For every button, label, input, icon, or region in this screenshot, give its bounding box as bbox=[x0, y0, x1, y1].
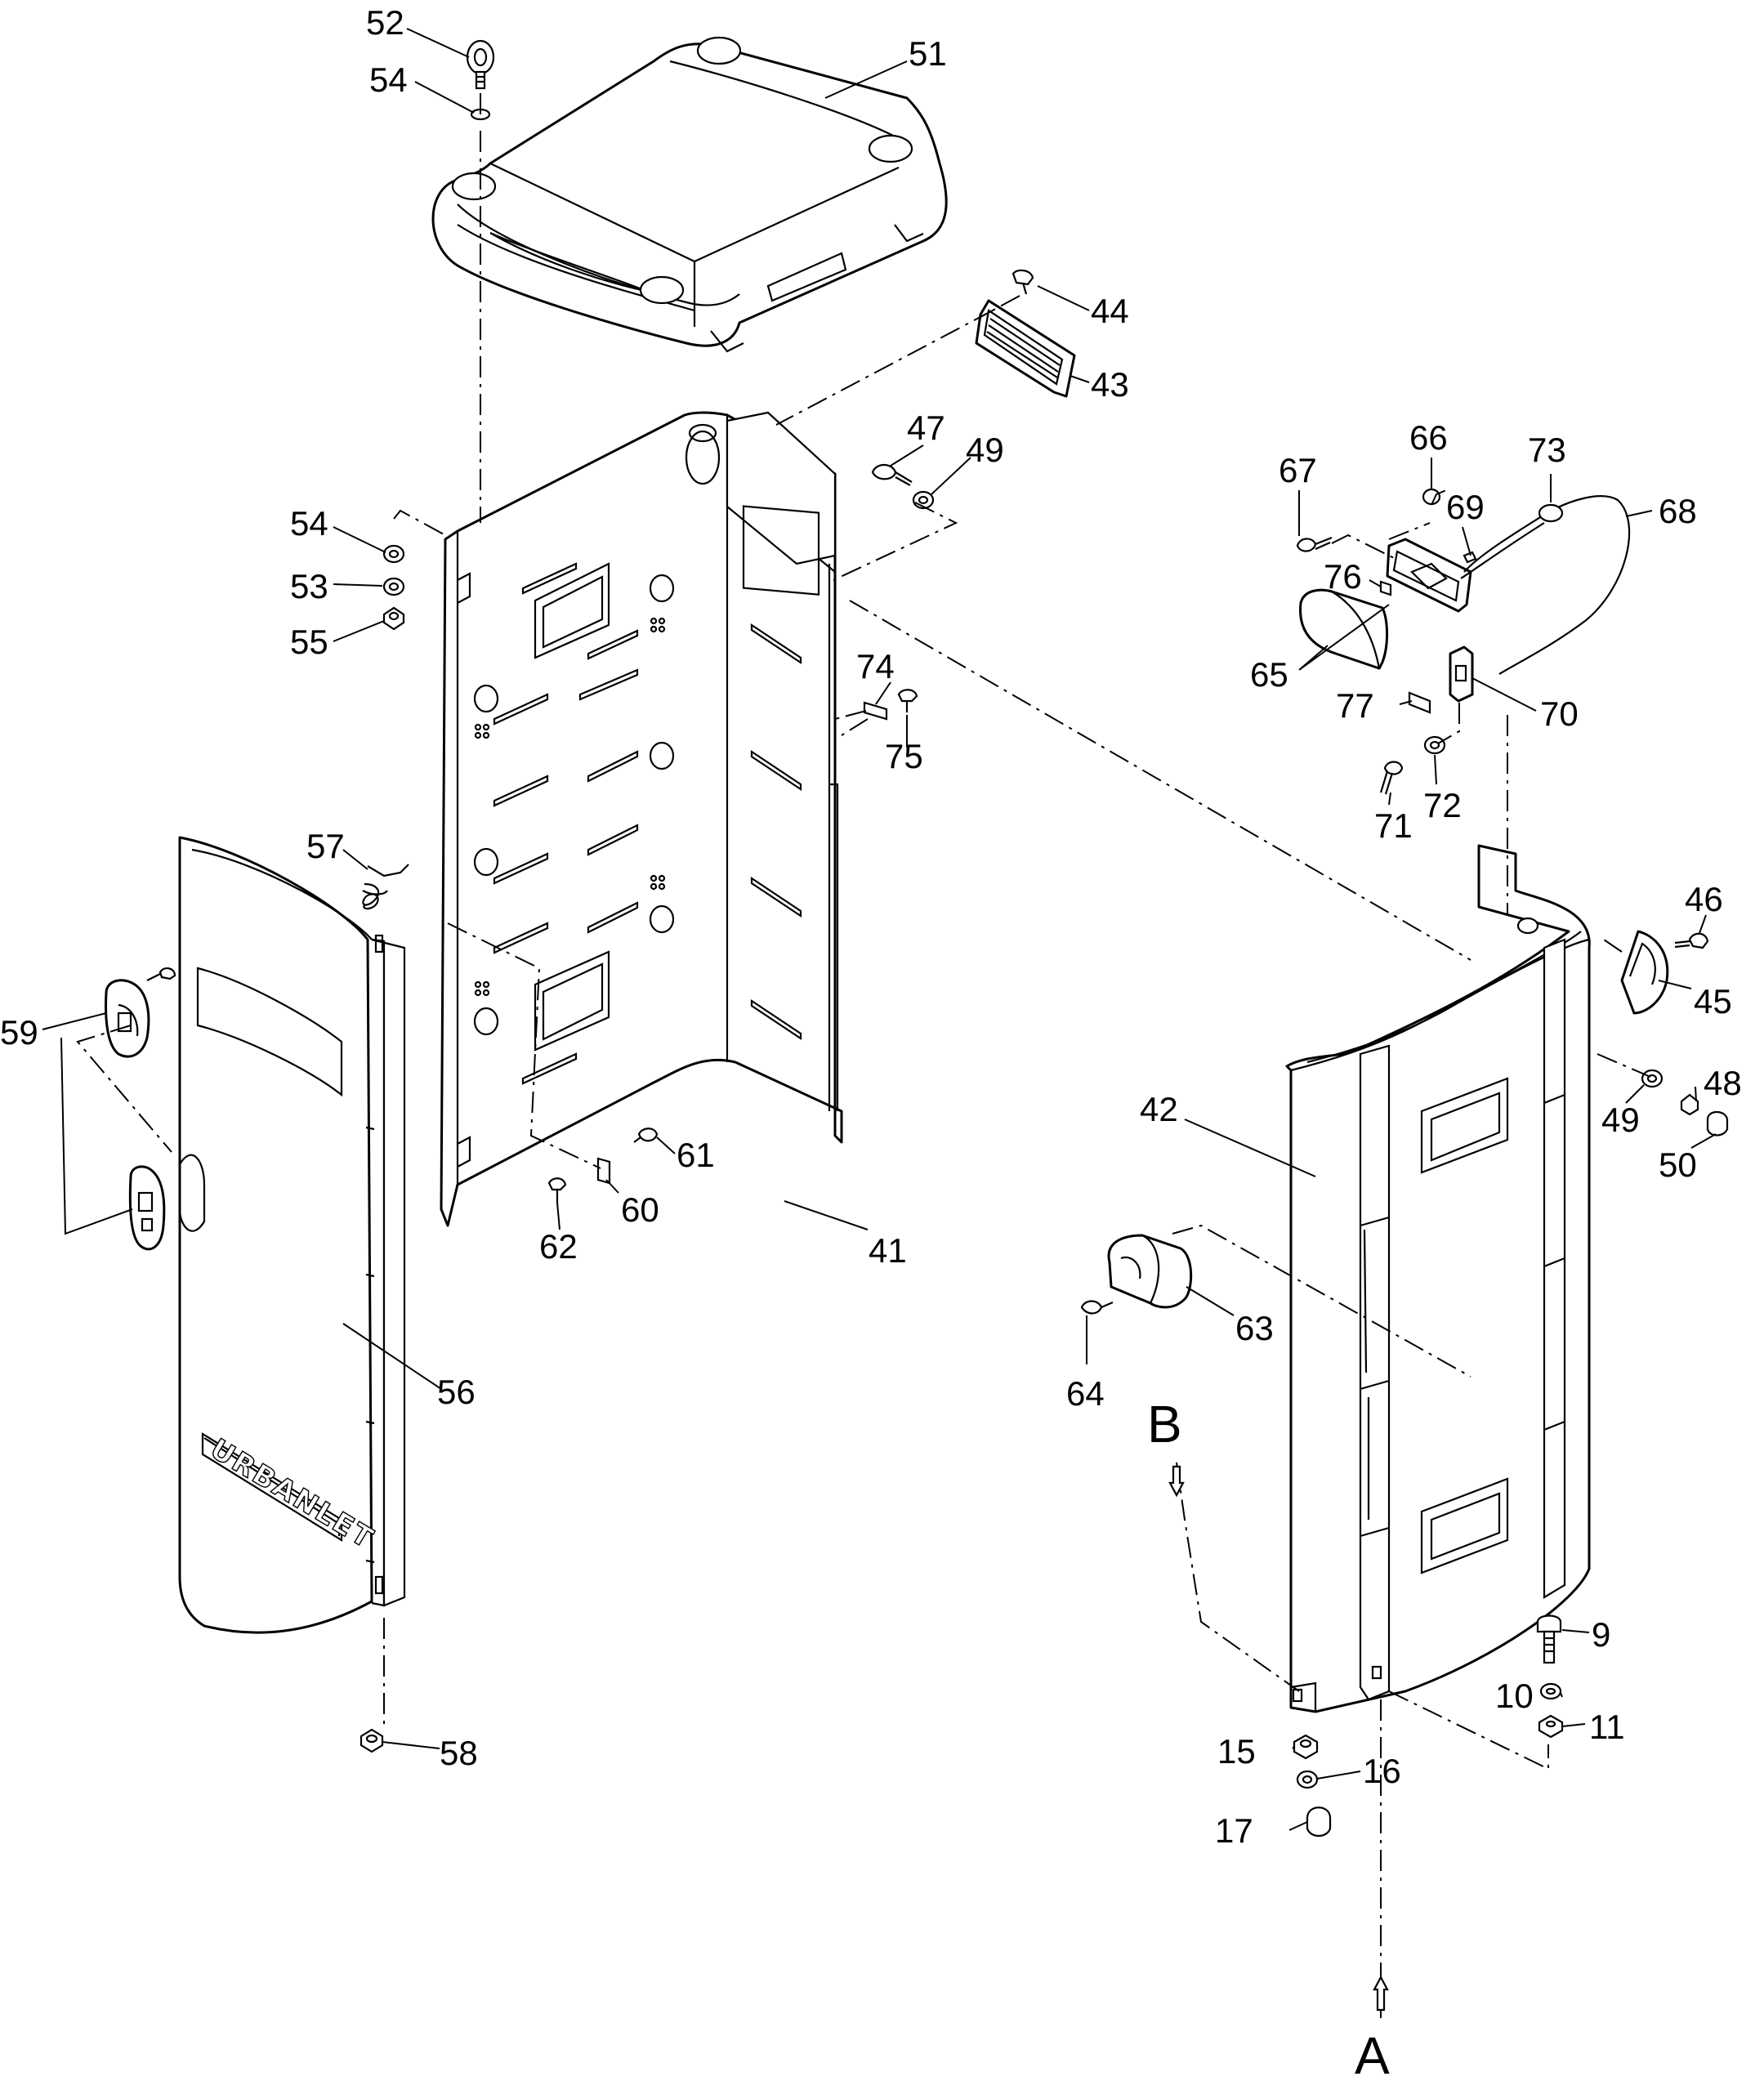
callout-46: 46 bbox=[1685, 880, 1723, 918]
callout-49-left: 49 bbox=[966, 431, 1004, 469]
callout-73: 73 bbox=[1528, 431, 1566, 469]
bracket-45 bbox=[1620, 930, 1669, 1015]
screw-67 bbox=[1296, 536, 1333, 552]
latch-59-lower bbox=[128, 1165, 166, 1251]
label-77 bbox=[1408, 691, 1431, 714]
callout-48: 48 bbox=[1704, 1064, 1742, 1102]
nut-48 bbox=[1680, 1093, 1699, 1116]
handle-63 bbox=[1107, 1234, 1193, 1309]
callout-59: 59 bbox=[0, 1013, 38, 1052]
callout-53: 53 bbox=[290, 567, 328, 605]
door-panel-56: URBANLET bbox=[178, 836, 406, 1634]
screw-62 bbox=[547, 1177, 567, 1203]
nut-58 bbox=[359, 1728, 384, 1753]
callout-58: 58 bbox=[440, 1734, 478, 1772]
latch-59-upper bbox=[105, 979, 150, 1058]
washer-10 bbox=[1539, 1682, 1562, 1700]
view-marker-a: A bbox=[1355, 2026, 1390, 2081]
screw-61 bbox=[633, 1128, 659, 1143]
callout-65: 65 bbox=[1250, 655, 1288, 694]
washer-54-left bbox=[382, 544, 405, 564]
screw-47 bbox=[871, 463, 913, 486]
eye-bolt-52 bbox=[466, 39, 495, 90]
switch-70 bbox=[1449, 645, 1474, 703]
callout-76: 76 bbox=[1324, 557, 1362, 596]
callout-71: 71 bbox=[1374, 806, 1413, 845]
lamp-cover-65 bbox=[1299, 588, 1389, 670]
view-marker-b: B bbox=[1147, 1395, 1182, 1454]
callout-63: 63 bbox=[1235, 1309, 1274, 1347]
nut-15 bbox=[1293, 1734, 1319, 1760]
screw-44 bbox=[1012, 269, 1034, 295]
callout-50: 50 bbox=[1659, 1145, 1697, 1184]
callout-55: 55 bbox=[290, 623, 328, 661]
callout-60: 60 bbox=[621, 1190, 659, 1229]
callout-49-right: 49 bbox=[1601, 1101, 1640, 1139]
spring-57 bbox=[362, 864, 409, 910]
callout-44: 44 bbox=[1091, 292, 1129, 330]
callout-70: 70 bbox=[1540, 694, 1579, 733]
nut-66 bbox=[1422, 488, 1441, 506]
bolt-9 bbox=[1536, 1614, 1562, 1664]
callout-52: 52 bbox=[366, 3, 404, 42]
clip-74 bbox=[863, 701, 888, 721]
callout-64: 64 bbox=[1066, 1374, 1105, 1413]
assembly-lines bbox=[76, 90, 1651, 2018]
screw-75 bbox=[897, 689, 918, 712]
callout-47: 47 bbox=[907, 409, 945, 447]
callout-17: 17 bbox=[1215, 1811, 1253, 1850]
callout-75: 75 bbox=[885, 737, 923, 775]
view-arrow-a bbox=[1373, 1975, 1389, 2012]
callout-10: 10 bbox=[1495, 1677, 1534, 1715]
nut-11 bbox=[1538, 1714, 1564, 1739]
callout-68: 68 bbox=[1659, 492, 1697, 530]
callout-43: 43 bbox=[1091, 365, 1129, 404]
leader-lines bbox=[42, 28, 1717, 1831]
view-arrow-b bbox=[1168, 1465, 1185, 1498]
callout-74: 74 bbox=[856, 647, 895, 685]
callout-11: 11 bbox=[1589, 1708, 1625, 1746]
callout-9: 9 bbox=[1592, 1615, 1610, 1654]
clip-60 bbox=[596, 1157, 611, 1185]
washer-16 bbox=[1296, 1770, 1319, 1789]
callout-54-top: 54 bbox=[369, 60, 408, 99]
screw-71 bbox=[1379, 761, 1404, 795]
screw-64 bbox=[1080, 1300, 1114, 1315]
side-panel-42 bbox=[1285, 844, 1591, 1713]
callout-labels: 52 54 51 44 43 47 49 54 53 55 74 75 57 5… bbox=[0, 3, 1742, 1850]
callout-42: 42 bbox=[1140, 1090, 1178, 1128]
vent-grille-43 bbox=[975, 299, 1076, 398]
lamp-base-65 bbox=[1386, 538, 1472, 613]
callout-51: 51 bbox=[909, 34, 947, 73]
callout-15: 15 bbox=[1217, 1732, 1256, 1771]
washer-72 bbox=[1423, 735, 1446, 755]
callout-54-left: 54 bbox=[290, 504, 328, 543]
screw-46 bbox=[1674, 932, 1709, 949]
callout-62: 62 bbox=[539, 1227, 578, 1266]
callout-45: 45 bbox=[1694, 982, 1732, 1020]
callout-69: 69 bbox=[1446, 488, 1485, 526]
cap-nut-17 bbox=[1306, 1806, 1332, 1838]
screw-59-upper bbox=[146, 967, 176, 981]
callout-72: 72 bbox=[1423, 786, 1462, 824]
clip-76 bbox=[1379, 580, 1392, 596]
cap-nut-50 bbox=[1706, 1110, 1729, 1137]
washer-53 bbox=[382, 577, 405, 596]
callout-16: 16 bbox=[1363, 1752, 1401, 1790]
callout-67: 67 bbox=[1279, 451, 1317, 489]
callout-57: 57 bbox=[306, 827, 345, 865]
callout-56: 56 bbox=[437, 1373, 476, 1411]
roof-part-51 bbox=[431, 36, 948, 353]
nut-55 bbox=[382, 606, 405, 631]
callout-41: 41 bbox=[869, 1231, 907, 1270]
frame-panel-41 bbox=[440, 411, 843, 1227]
callout-77: 77 bbox=[1336, 686, 1374, 725]
callout-66: 66 bbox=[1409, 418, 1448, 457]
washer-49-right bbox=[1641, 1069, 1664, 1088]
cable-68 bbox=[1460, 495, 1631, 675]
callout-61: 61 bbox=[677, 1136, 715, 1174]
grommet-73 bbox=[1538, 503, 1564, 523]
